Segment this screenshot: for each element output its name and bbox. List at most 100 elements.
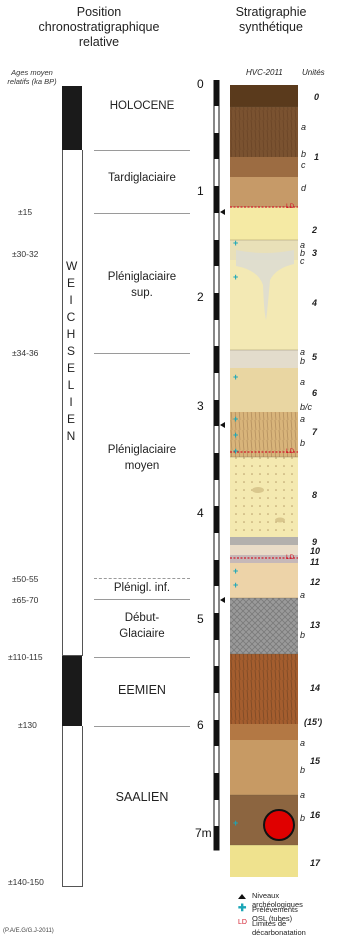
right-header-line1: Stratigraphie (235, 5, 307, 19)
osl-cross: + (233, 272, 238, 282)
depth-label: 6 (197, 718, 204, 732)
sub-unit-letter: a (300, 738, 306, 748)
left-header: Position chronostratigraphique relative (14, 5, 184, 50)
weichselien-letter: E (66, 412, 75, 426)
unit-number: 5 (312, 352, 318, 362)
depth-scale-segment (214, 666, 219, 693)
sub-unit-letter: d (301, 183, 307, 193)
sub-unit-letter: b/c (300, 402, 313, 412)
nodule (252, 487, 264, 493)
layer-unit-5 (230, 350, 298, 368)
layer-unit-0 (230, 85, 298, 107)
unit-number: 12 (310, 577, 321, 587)
sub-unit-letter: c (301, 160, 306, 170)
age-value: ±15 (18, 207, 33, 217)
osl-cross: + (233, 238, 238, 248)
period-separator (94, 578, 190, 579)
depth-label: 0 (197, 77, 204, 91)
period-debut-glaciaire: Début- Glaciaire (94, 610, 190, 642)
weichselien-label: W E I C H S E L I E N (66, 258, 77, 445)
weichselien-letter: N (66, 429, 76, 443)
layer-unit-9 (230, 537, 298, 545)
unit-number: 4 (312, 298, 318, 308)
archaeological-level-marker (220, 209, 225, 215)
plus-icon: ✚ (238, 903, 247, 914)
unit-number: 8 (312, 490, 318, 500)
layer-unit-7-texture (230, 412, 298, 457)
unit-number: 10 (310, 546, 321, 556)
unit-number: 7 (312, 427, 318, 437)
depth-scale-segment (214, 560, 219, 586)
period-pleniglaciaire-sup: Pléniglaciaire sup. (94, 269, 190, 301)
depth-scale-segment (214, 293, 219, 320)
layer-unit-10 (230, 545, 298, 555)
unit-number: 1 (314, 152, 320, 162)
depth-scale-segment (214, 80, 219, 106)
layer-unit-6 (230, 368, 298, 412)
osl-samples: + + + + + + + + + (233, 238, 238, 828)
weichselien-letter: I (69, 293, 73, 307)
layer-unit-14-texture (230, 654, 298, 724)
depth-scale-segment (214, 506, 219, 533)
period-separator (94, 213, 190, 214)
osl-cross: + (233, 580, 238, 590)
period-separator (94, 150, 190, 151)
depth-scale-segment (214, 186, 219, 213)
unit-number: 15 (310, 756, 321, 766)
depth-label: 2 (197, 290, 204, 304)
credit: (P.A/E.G/G.J-2011) (3, 928, 54, 934)
depth-scale-segment (214, 240, 219, 266)
sub-unit-letter: a (300, 240, 306, 250)
legend-label: Prélèvements OSL (tubes) (252, 905, 298, 923)
period-tardiglaciaire: Tardiglaciaire (108, 172, 176, 184)
unit-number: 14 (310, 683, 321, 693)
depth-scale-segment (214, 453, 219, 480)
weichselien-letter: C (66, 310, 76, 324)
depth-scale-segment (214, 400, 219, 426)
unit-number: 13 (310, 620, 321, 630)
layer-unit-1bc (230, 157, 298, 177)
period-pleniglaciaire-moyen: Pléniglaciaire moyen (94, 442, 190, 474)
period-holocene: HOLOCENE (109, 100, 175, 112)
core-title: HVC-2011 (246, 68, 283, 77)
layer-unit-13-texture (230, 598, 298, 654)
weichselien-letter: E (66, 361, 75, 375)
layer-unit-8-texture (230, 457, 298, 537)
sub-unit-letter: b (300, 630, 306, 640)
sub-unit-letter: b (300, 813, 306, 823)
highlight-marker[interactable] (263, 809, 295, 841)
right-header: Stratigraphie synthétique (196, 5, 345, 35)
period-label-line: Début- (124, 612, 160, 624)
archaeological-level-marker (220, 597, 225, 603)
ld-label: LD (286, 448, 295, 455)
interglacial-bar-holocene (62, 86, 82, 150)
depth-scale-segments (214, 80, 219, 850)
weichselien-letter: L (67, 378, 75, 392)
period-separator (94, 353, 190, 354)
ld-label: LD (286, 554, 295, 561)
unit-number: 3 (312, 248, 318, 258)
sub-unit-letter: a (300, 590, 306, 600)
depth-scale-segment (214, 133, 219, 159)
units-header: Unités (302, 68, 325, 77)
left-header-line1: Position (76, 5, 122, 19)
layer-unit-1d (230, 177, 298, 207)
unit-number: 6 (312, 388, 318, 398)
layer-unit-11 (230, 555, 298, 563)
right-header-line2: synthétique (239, 20, 303, 34)
age-value: ±110-115 (8, 652, 43, 662)
depth-scale-segment (214, 826, 219, 850)
osl-cross: + (233, 414, 238, 424)
stratigraphic-column: + + + + + + + + + (213, 80, 298, 877)
weichselien-letter: E (66, 276, 75, 290)
unit-number: 11 (310, 557, 320, 567)
age-value: ±30-32 (12, 249, 39, 259)
period-separator (94, 599, 190, 600)
glacial-bar-saalien (62, 726, 83, 887)
sub-unit-letter: c (300, 256, 305, 266)
period-label-line: sup. (131, 287, 153, 299)
layer-unit-15 (230, 740, 298, 795)
sub-unit-letter: a (300, 790, 306, 800)
period-label-line: Pléniglaciaire (107, 271, 177, 283)
age-value: ±65-70 (12, 595, 39, 605)
